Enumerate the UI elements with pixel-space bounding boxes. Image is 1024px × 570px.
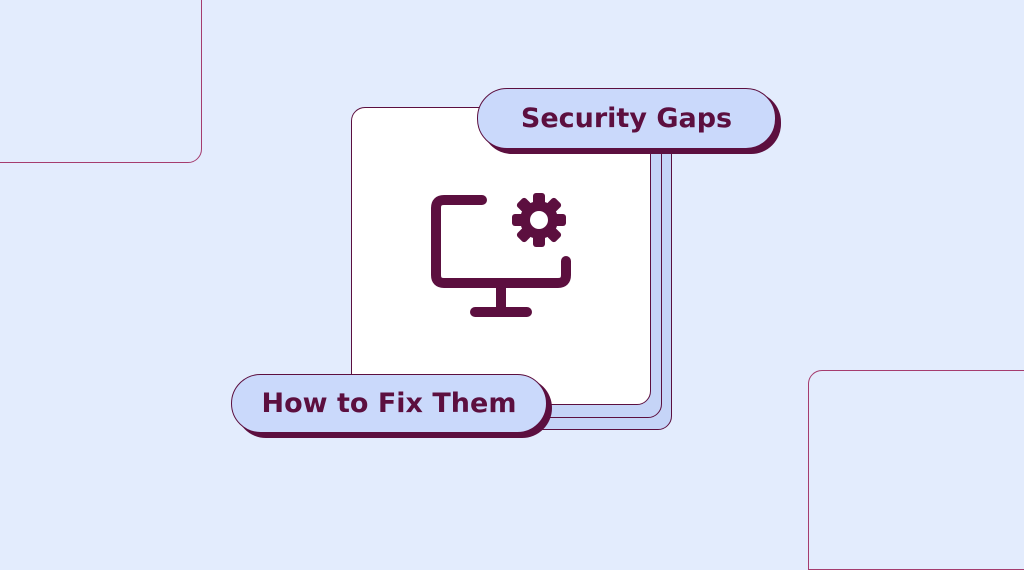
computer-settings-icon <box>428 184 578 324</box>
decorative-corner-frame-top-left <box>0 0 202 163</box>
how-to-fix-text: How to Fix Them <box>261 388 517 419</box>
how-to-fix-label: How to Fix Them <box>231 374 547 433</box>
security-gaps-label: Security Gaps <box>477 88 776 149</box>
security-gaps-text: Security Gaps <box>520 103 733 134</box>
decorative-corner-frame-bottom-right <box>808 370 1024 570</box>
